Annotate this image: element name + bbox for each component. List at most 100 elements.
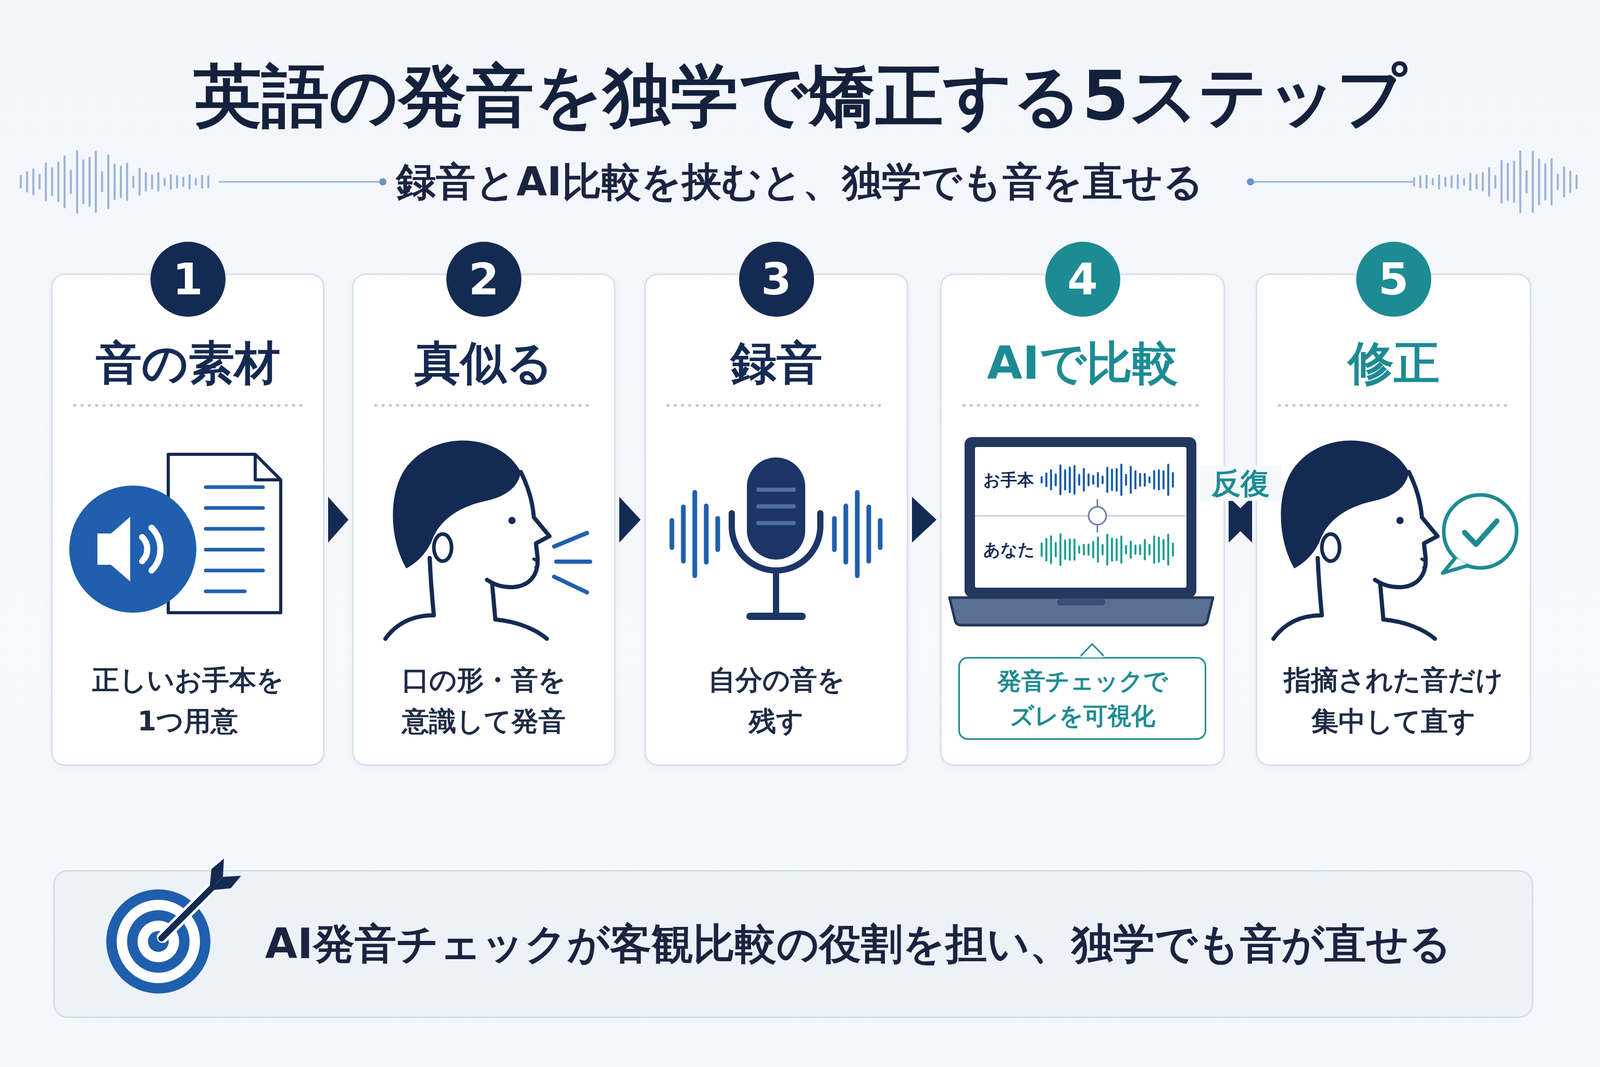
edge-label: 反復 <box>1200 465 1282 501</box>
wave-bar <box>207 176 210 188</box>
wave-bar <box>1481 172 1484 191</box>
wave-bar <box>1538 159 1541 205</box>
wave-bar <box>194 179 197 185</box>
wave-bar <box>1419 176 1422 187</box>
wave-bar <box>1513 161 1516 203</box>
callout-text: 発音チェックで ズレを可視化 <box>991 663 1174 733</box>
wave-bar <box>132 176 135 187</box>
deco-dot <box>379 178 387 186</box>
wave-bar <box>1506 163 1509 200</box>
wave-bar <box>1500 160 1503 203</box>
screen-label: あなた <box>983 539 1035 560</box>
wave-bar <box>1469 173 1472 191</box>
deco-line <box>218 181 383 183</box>
step-number-text: 5 <box>1378 257 1409 302</box>
step-number-text: 2 <box>468 257 499 302</box>
step-card: AIで比較4発音チェックで ズレを可視化 <box>940 273 1225 766</box>
wave-bar <box>157 172 160 191</box>
wave-bar <box>44 163 47 200</box>
wave-bar <box>38 175 41 189</box>
summary-text: AI発音チェックが客観比較の役割を担い、独学でも音が直せる <box>265 918 1452 969</box>
deco-dot <box>1246 178 1255 186</box>
wave-bar <box>201 176 204 189</box>
deco-wave <box>1414 151 1577 212</box>
wave-bar <box>1569 171 1572 193</box>
step-number-text: 1 <box>172 257 203 302</box>
wave-bar <box>1550 158 1553 205</box>
wave-bar <box>69 170 72 194</box>
step-description: 指摘された音だけ 集中して直す <box>1277 659 1510 742</box>
step-arrow <box>1228 496 1253 543</box>
step-number: 4 <box>1045 241 1121 317</box>
screen-label: お手本 <box>983 469 1034 490</box>
wave-bar <box>1519 151 1522 212</box>
step-card: 音の素材正しいお手本を 1つ用意1 <box>51 273 325 766</box>
wave-bar <box>26 172 29 192</box>
deco-wave <box>20 151 209 213</box>
step-title: 真似る <box>353 335 615 391</box>
wave-bar <box>188 175 191 189</box>
step-title: AIで比較 <box>941 335 1224 391</box>
step-arrow <box>619 496 641 543</box>
wave-bar <box>182 177 185 186</box>
wave-bar <box>126 163 129 200</box>
wave-bar <box>1525 171 1528 193</box>
step-description: 自分の音を 残す <box>700 659 853 742</box>
wave-bar <box>169 175 172 190</box>
step-arrow <box>911 496 937 543</box>
subtitle: 録音とAI比較を挟むと、独学でも音を直せる <box>396 157 1204 206</box>
wave-bar <box>76 151 79 213</box>
wave-bar <box>1438 175 1441 189</box>
step-arrow <box>1228 496 1253 543</box>
wave-bar <box>32 169 35 195</box>
step-description: 口の形・音を 意識して発音 <box>394 659 573 742</box>
step-arrow <box>328 496 349 543</box>
wave-bar <box>63 156 66 208</box>
step-number-text: 4 <box>1067 257 1098 302</box>
step-number: 5 <box>1356 241 1432 317</box>
step-card: 真似る口の形・音を 意識して発音2 <box>352 273 616 766</box>
wave-bar <box>107 155 110 208</box>
wave-bar <box>1556 174 1559 190</box>
step-title: 録音 <box>645 335 907 391</box>
wave-bar <box>138 168 141 195</box>
step-card: 録音自分の音を 残す3 <box>644 273 909 766</box>
wave-bar <box>119 166 122 197</box>
wave-bar <box>1475 175 1478 189</box>
step-number: 3 <box>739 241 815 317</box>
wave-bar <box>1488 168 1491 196</box>
deco-line <box>1250 181 1415 183</box>
wave-bar <box>1456 175 1459 189</box>
wave-bar <box>163 178 166 185</box>
step-title: 音の素材 <box>52 335 323 391</box>
wave-bar <box>144 172 147 191</box>
wave-bar <box>1463 179 1466 185</box>
step-description: 正しいお手本を 1つ用意 <box>84 659 291 742</box>
wave-bar <box>151 175 154 189</box>
step-number-text: 3 <box>760 257 792 302</box>
wave-bar <box>1425 176 1428 189</box>
wave-bar <box>1575 175 1578 189</box>
wave-bar <box>57 162 60 202</box>
wave-bar <box>113 164 116 200</box>
wave-bar <box>51 168 54 195</box>
wave-bar <box>1563 167 1566 197</box>
wave-bar <box>1444 177 1447 186</box>
wave-bar <box>1431 179 1434 185</box>
wave-bar <box>1450 176 1453 187</box>
title: 英語の発音を独学で矯正する5ステップ <box>0 55 1600 137</box>
wave-bar <box>1413 178 1416 186</box>
step-number: 2 <box>446 241 522 317</box>
summary-band: AI発音チェックが客観比較の役割を担い、独学でも音が直せる <box>53 869 1534 1018</box>
wave-bar <box>1531 151 1534 212</box>
wave-bar <box>19 176 22 188</box>
callout-box: 発音チェックで ズレを可視化 <box>958 656 1207 740</box>
wave-bar <box>88 157 91 206</box>
step-card: 修正指摘された音だけ 集中して直す5 <box>1255 273 1532 766</box>
wave-bar <box>82 160 85 204</box>
wave-bar <box>176 176 179 187</box>
step-number: 1 <box>150 241 226 317</box>
wave-bar <box>1494 176 1497 188</box>
wave-bar <box>94 152 97 212</box>
wave-bar <box>1544 164 1547 200</box>
